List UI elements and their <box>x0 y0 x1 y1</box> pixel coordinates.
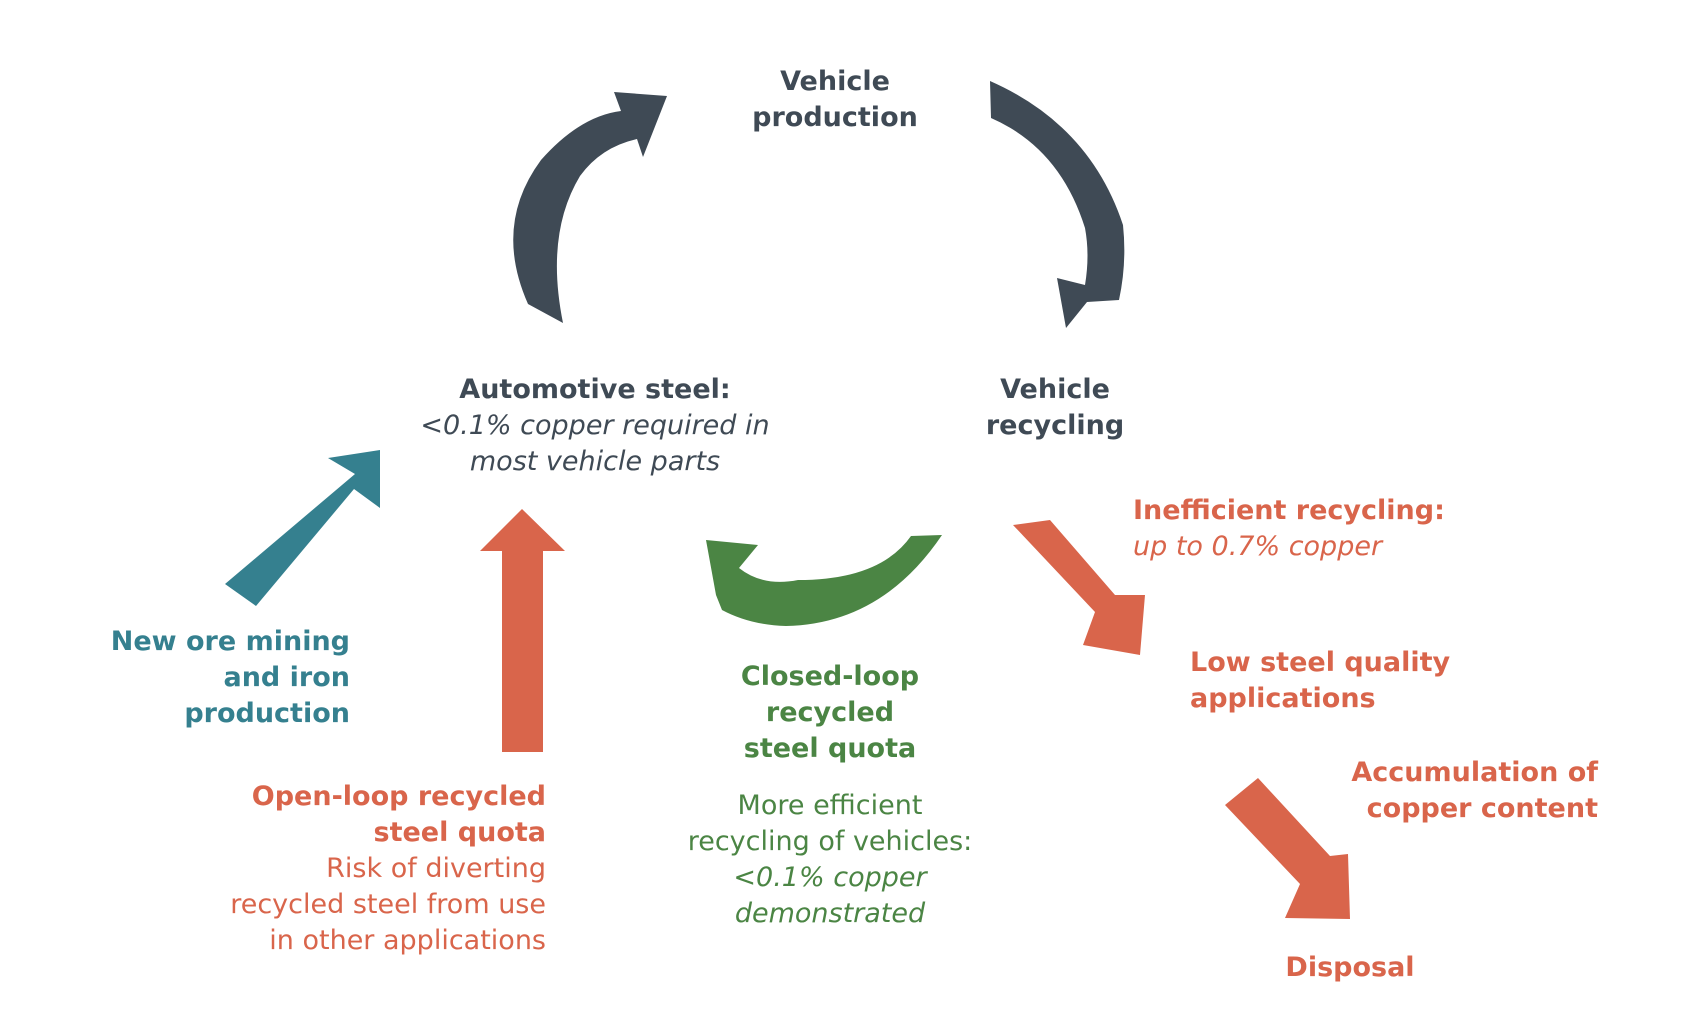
new-ore-arrow <box>225 450 380 606</box>
open-loop-arrow <box>480 509 565 752</box>
low-quality-line1: Low steel quality <box>1190 647 1451 678</box>
accumulation-node: Accumulation of copper content <box>1300 755 1598 827</box>
inefficient-recycling-arrow <box>1013 520 1145 655</box>
vehicle-recycling-line2: recycling <box>985 410 1125 441</box>
low-quality-node: Low steel quality applications <box>1190 645 1510 717</box>
closed-loop-title-line2: recycled <box>765 697 895 728</box>
open-loop-detail-line3: in other applications <box>269 925 546 956</box>
vehicle-recycling-node: Vehicle recycling <box>940 372 1170 444</box>
vehicle-production-line1: Vehicle <box>780 66 890 97</box>
vehicle-recycling-line1: Vehicle <box>1000 374 1110 405</box>
new-ore-line2: and iron <box>223 662 350 693</box>
disposal-label: Disposal <box>1285 952 1415 983</box>
accumulation-line2: copper content <box>1366 793 1598 824</box>
closed-loop-detail-line1: More efficient <box>737 790 923 821</box>
accumulation-arrow <box>1225 778 1350 919</box>
closed-loop-node: Closed-loop recycled steel quota <box>650 659 1010 767</box>
closed-loop-detail-line4: demonstrated <box>734 898 926 929</box>
open-loop-node: Open-loop recycled steel quota Risk of d… <box>150 779 546 959</box>
disposal-node: Disposal <box>1250 950 1450 986</box>
new-ore-line3: production <box>184 698 350 729</box>
closed-loop-arrow <box>706 535 942 626</box>
closed-loop-title-line3: steel quota <box>743 733 917 764</box>
automotive-steel-node: Automotive steel: <0.1% copper required … <box>370 372 820 480</box>
closed-loop-detail-line3: <0.1% copper <box>733 862 927 893</box>
vehicle-production-line2: production <box>752 102 918 133</box>
new-ore-line1: New ore mining <box>110 626 350 657</box>
open-loop-detail-line1: Risk of diverting <box>326 853 546 884</box>
open-loop-detail-line2: recycled steel from use <box>230 889 546 920</box>
automotive-steel-detail-line1: <0.1% copper required in <box>420 410 770 441</box>
closed-loop-title-line1: Closed-loop <box>740 661 920 692</box>
open-loop-title-line2: steel quota <box>373 817 546 848</box>
automotive-steel-detail-line2: most vehicle parts <box>469 446 721 477</box>
low-quality-line2: applications <box>1190 683 1376 714</box>
new-ore-node: New ore mining and iron production <box>60 624 350 732</box>
inefficient-recycling-node: Inefficient recycling: up to 0.7% copper <box>1133 493 1513 565</box>
production-to-recycling-arrow <box>990 81 1125 328</box>
steel-to-production-arrow <box>513 92 667 323</box>
automotive-steel-title: Automotive steel: <box>459 374 731 405</box>
closed-loop-detail: More efficient recycling of vehicles: <0… <box>640 788 1020 932</box>
inefficient-recycling-detail: up to 0.7% copper <box>1133 531 1383 562</box>
open-loop-title-line1: Open-loop recycled <box>251 781 546 812</box>
accumulation-line1: Accumulation of <box>1351 757 1598 788</box>
inefficient-recycling-title: Inefficient recycling: <box>1133 495 1445 526</box>
closed-loop-detail-line2: recycling of vehicles: <box>687 826 973 857</box>
vehicle-production-node: Vehicle production <box>705 64 965 136</box>
